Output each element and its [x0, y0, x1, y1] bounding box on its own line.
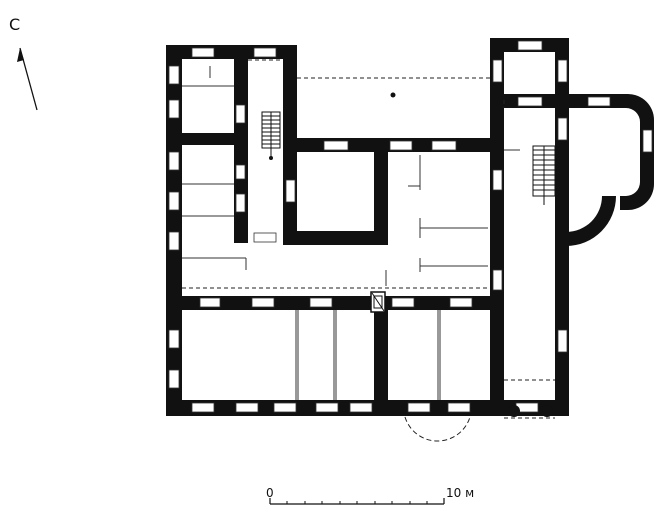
- column-base-left: [508, 405, 520, 417]
- dashed-outlines: [182, 59, 555, 419]
- staircase-west: [261, 111, 281, 160]
- interior-walls: [166, 133, 504, 416]
- scale-start-label: 0: [266, 486, 274, 500]
- column-base-right: [541, 405, 553, 417]
- north-label: С: [9, 15, 20, 34]
- details: [370, 92, 553, 442]
- staircase-east: [532, 145, 556, 205]
- scale-bar: 0 10 м: [266, 486, 474, 505]
- outer-walls: [166, 38, 654, 416]
- north-arrow: [17, 47, 38, 111]
- window-openings: [168, 40, 653, 413]
- partitions: [182, 66, 520, 400]
- scale-end-label: 10 м: [446, 486, 474, 500]
- courtyard-point: [390, 92, 396, 98]
